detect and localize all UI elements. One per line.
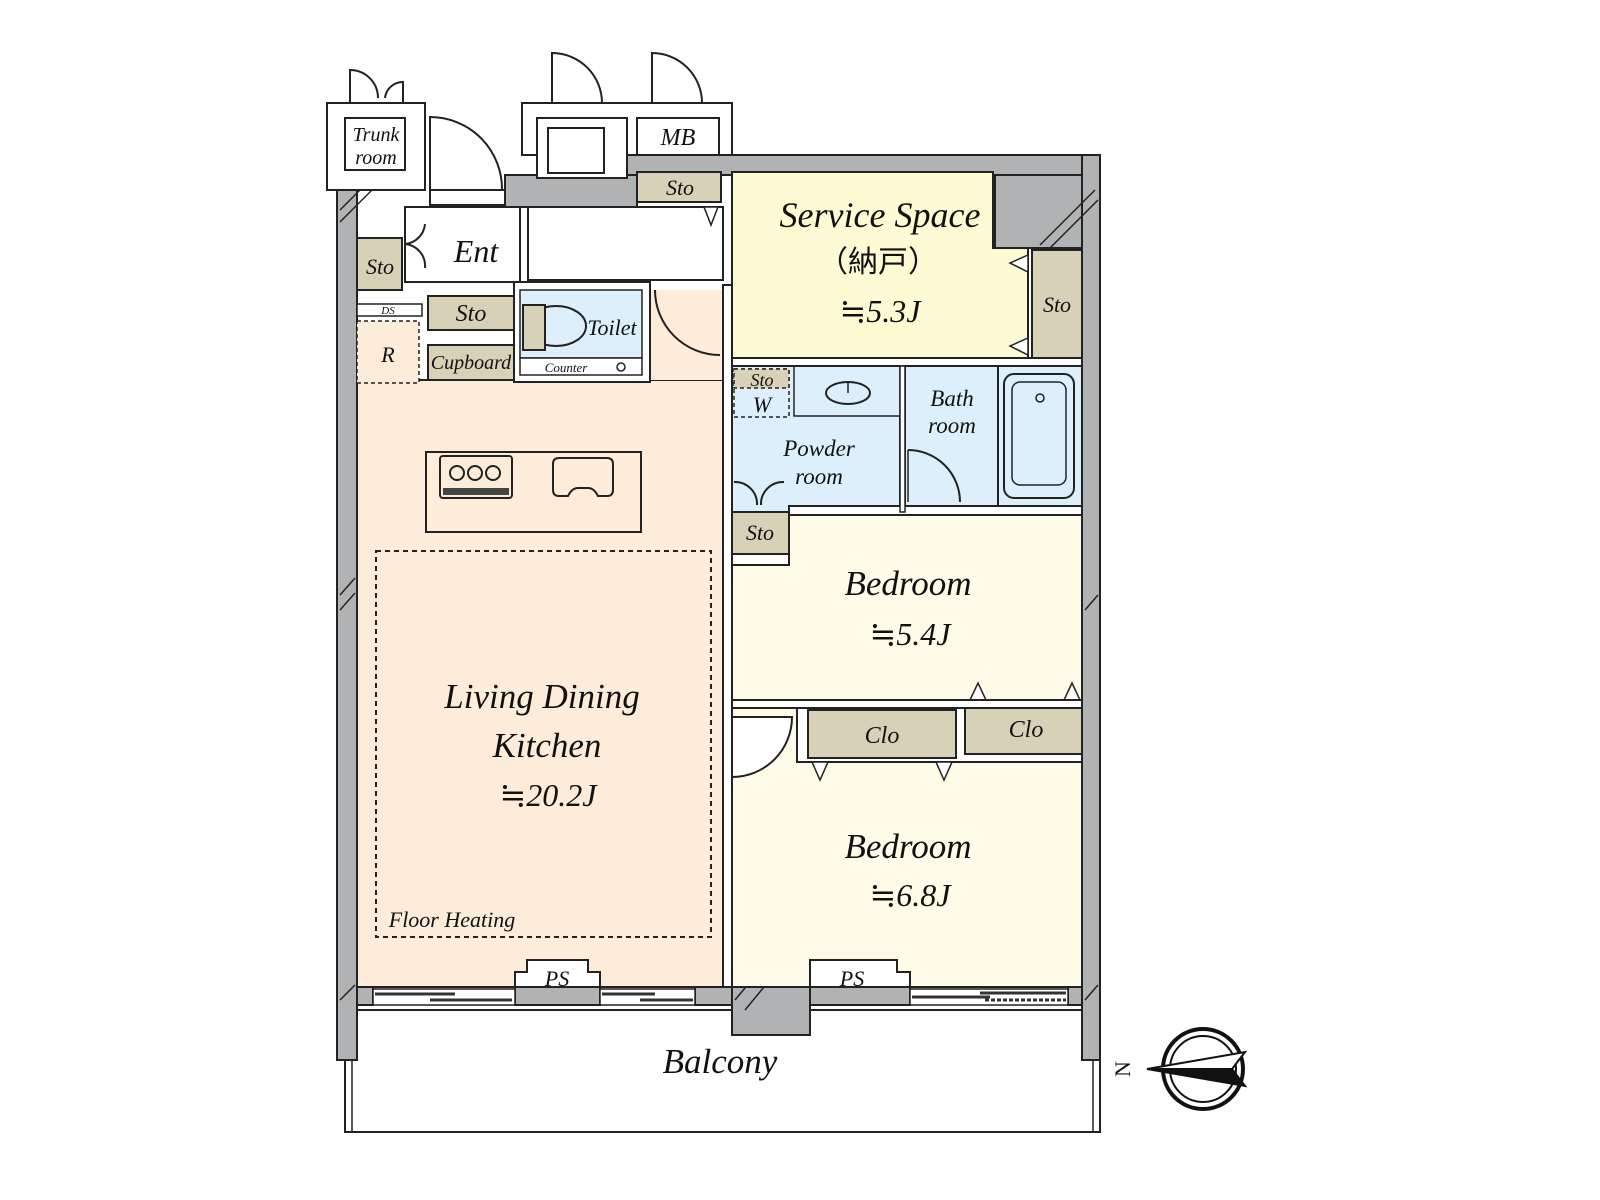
ldk-area: ≒20.2J	[499, 777, 598, 813]
bedroom-2-label: Bedroom	[844, 827, 971, 866]
storage-corridor: Sto	[636, 171, 722, 228]
shoe-storage: Sto	[427, 295, 515, 331]
service-space-label: Service Space	[780, 195, 981, 235]
bathtub-icon	[1003, 373, 1075, 499]
kitchen-island	[425, 451, 642, 533]
bath-room-label-1: Bath	[930, 386, 973, 411]
svg-text:Sto: Sto	[456, 301, 487, 327]
r-label: R	[380, 342, 395, 367]
toilet: Counter Toilet	[513, 281, 651, 383]
refrigerator-space: R	[356, 320, 420, 384]
storage-powder: Sto	[731, 511, 790, 555]
closet-label-1: Clo	[865, 723, 900, 749]
cooktop-icon	[439, 455, 513, 499]
entrance-label: Ent	[453, 233, 500, 269]
storage-entrance: Sto	[356, 237, 403, 291]
svg-text:Sto: Sto	[366, 254, 394, 279]
pipe-shaft-2: PS	[809, 959, 911, 991]
ds-label: DS	[380, 305, 395, 317]
north-label: N	[1110, 1061, 1135, 1077]
bedroom-2-area: ≒6.8J	[869, 877, 952, 913]
bedroom-1-area: ≒5.4J	[869, 616, 952, 652]
powder-room: Sto W Powder room	[731, 365, 901, 513]
entrance: Ent	[404, 206, 724, 283]
bedroom-1: Bedroom ≒5.4J	[731, 514, 1083, 701]
bath-room-label-2: room	[928, 413, 976, 438]
mb-label: MB	[660, 125, 696, 151]
svg-text:Sto: Sto	[750, 370, 773, 390]
ldk-label-1: Living Dining	[443, 677, 639, 716]
sink-icon	[552, 457, 614, 497]
pipe-shaft-1: PS	[514, 959, 601, 991]
trunk-room: Trunk room	[326, 68, 426, 191]
service-space-area: ≒5.3J	[839, 293, 922, 329]
trunk-room-label-1: Trunk	[353, 124, 401, 146]
washbasin-icon	[825, 381, 871, 405]
ldk-label-2: Kitchen	[492, 726, 602, 765]
svg-text:PS: PS	[839, 966, 864, 991]
cupboard: Cupboard	[427, 344, 515, 381]
counter-label: Counter	[545, 360, 589, 375]
sliding-windows	[372, 988, 1069, 1006]
north-arrow-icon: N	[1110, 1027, 1248, 1111]
bath-room: Bath room	[904, 365, 1083, 507]
service-space: Service Space （納戸） ≒5.3J Sto	[731, 171, 1083, 359]
washer-label: W	[753, 392, 773, 417]
living-dining-kitchen: Floor Heating Living Dining Kitchen ≒20.…	[356, 280, 724, 988]
front-door[interactable]	[429, 115, 506, 206]
closet-label-2: Clo	[1009, 717, 1044, 743]
powder-room-label-2: room	[795, 464, 843, 489]
cupboard-label: Cupboard	[431, 352, 512, 374]
balcony-label: Balcony	[663, 1042, 778, 1081]
balcony	[344, 1009, 1101, 1133]
ds-shaft: DS	[356, 303, 423, 317]
svg-text:Sto: Sto	[1043, 292, 1071, 317]
svg-text:Sto: Sto	[666, 175, 694, 200]
svg-text:PS: PS	[544, 966, 569, 991]
meter-box-area: MB	[521, 51, 733, 179]
toilet-label: Toilet	[587, 315, 637, 340]
powder-room-label-1: Powder	[782, 436, 856, 461]
trunk-room-label-2: room	[355, 147, 396, 169]
bedroom-2: Clo Clo Bedroom ≒6.8J	[731, 707, 1083, 988]
svg-text:Sto: Sto	[746, 520, 774, 545]
service-space-jp-label: （納戸）	[818, 245, 938, 280]
bedroom-1-label: Bedroom	[844, 564, 971, 603]
floor-heating-label: Floor Heating	[388, 907, 516, 932]
